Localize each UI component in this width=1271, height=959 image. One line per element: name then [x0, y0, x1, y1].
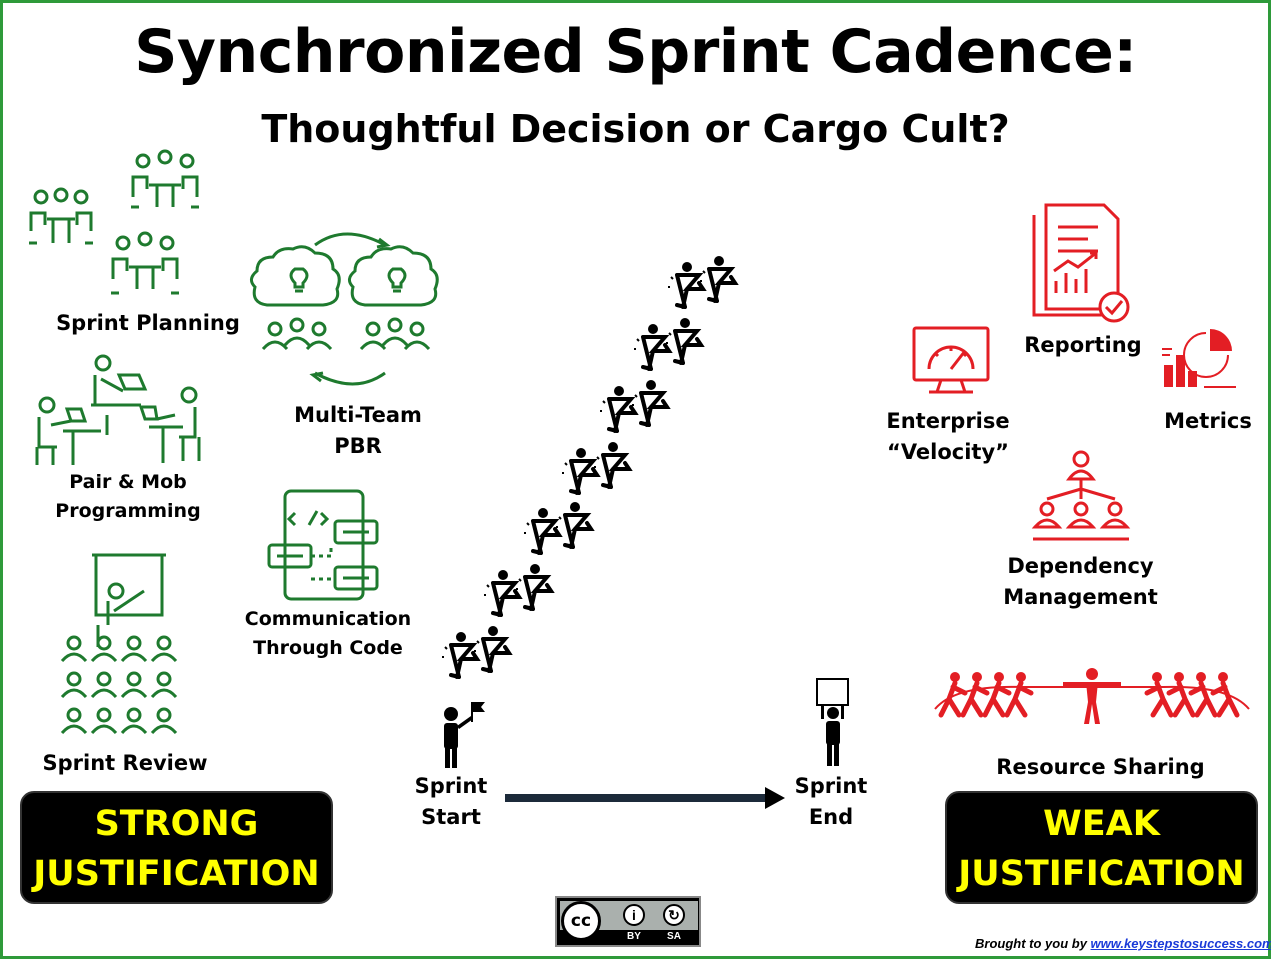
report-icon — [1032, 203, 1130, 323]
hierarchy-icon — [1031, 450, 1131, 541]
runner-flags — [433, 243, 763, 683]
tug-of-war-icon — [934, 668, 1250, 724]
meeting-icon — [29, 149, 199, 295]
communication-code-label: Communication Through Code — [244, 608, 412, 659]
idea-exchange-icon — [250, 232, 439, 386]
metrics-label: Metrics — [1164, 409, 1252, 433]
reporting-label: Reporting — [1024, 333, 1142, 357]
strong-justification-box: STRONG JUSTIFICATION — [20, 791, 333, 904]
runner-flag-icon — [634, 318, 701, 369]
person-flag-icon — [444, 702, 485, 768]
cc-logo: cc — [561, 901, 601, 941]
pair-programming-icon — [35, 354, 201, 465]
creative-commons-icon: cc i ↻ BY SA — [555, 896, 701, 947]
weak-justification-box: WEAK JUSTIFICATION — [945, 791, 1258, 904]
share-alike-icon: ↻ — [663, 904, 685, 926]
attribution-icon: i — [623, 904, 645, 926]
resource-sharing-label: Resource Sharing — [996, 755, 1205, 779]
sprint-end-label: Sprint End — [794, 774, 868, 829]
multi-team-pbr-label: Multi-Team PBR — [294, 403, 422, 458]
code-chat-icon — [267, 489, 379, 601]
speedometer-icon — [912, 326, 990, 394]
presentation-icon — [60, 553, 178, 735]
credit-line: Brought to you by www.keystepstosuccess.… — [975, 936, 1271, 951]
runner-flag-icon — [562, 442, 629, 493]
runner-flag-icon — [442, 626, 509, 677]
runner-flag-icon — [484, 564, 551, 615]
page-subtitle: Thoughtful Decision or Cargo Cult? — [261, 107, 1010, 151]
sprint-review-label: Sprint Review — [42, 751, 208, 775]
sprint-planning-label: Sprint Planning — [56, 311, 240, 335]
runner-flag-icon — [668, 256, 735, 307]
person-sign-icon — [816, 678, 849, 766]
credit-link[interactable]: www.keystepstosuccess.com — [1090, 936, 1271, 951]
dependency-management-label: Dependency Management — [1003, 554, 1158, 609]
pair-mob-label: Pair & Mob Programming — [55, 471, 201, 522]
metrics-icon — [1162, 329, 1236, 388]
enterprise-velocity-label: Enterprise “Velocity” — [886, 409, 1010, 464]
page-title: Synchronized Sprint Cadence: — [134, 17, 1137, 87]
timeline-arrow — [505, 787, 785, 809]
runner-flag-icon — [600, 380, 667, 431]
sprint-start-label: Sprint Start — [414, 774, 488, 829]
runner-flag-icon — [524, 502, 591, 553]
